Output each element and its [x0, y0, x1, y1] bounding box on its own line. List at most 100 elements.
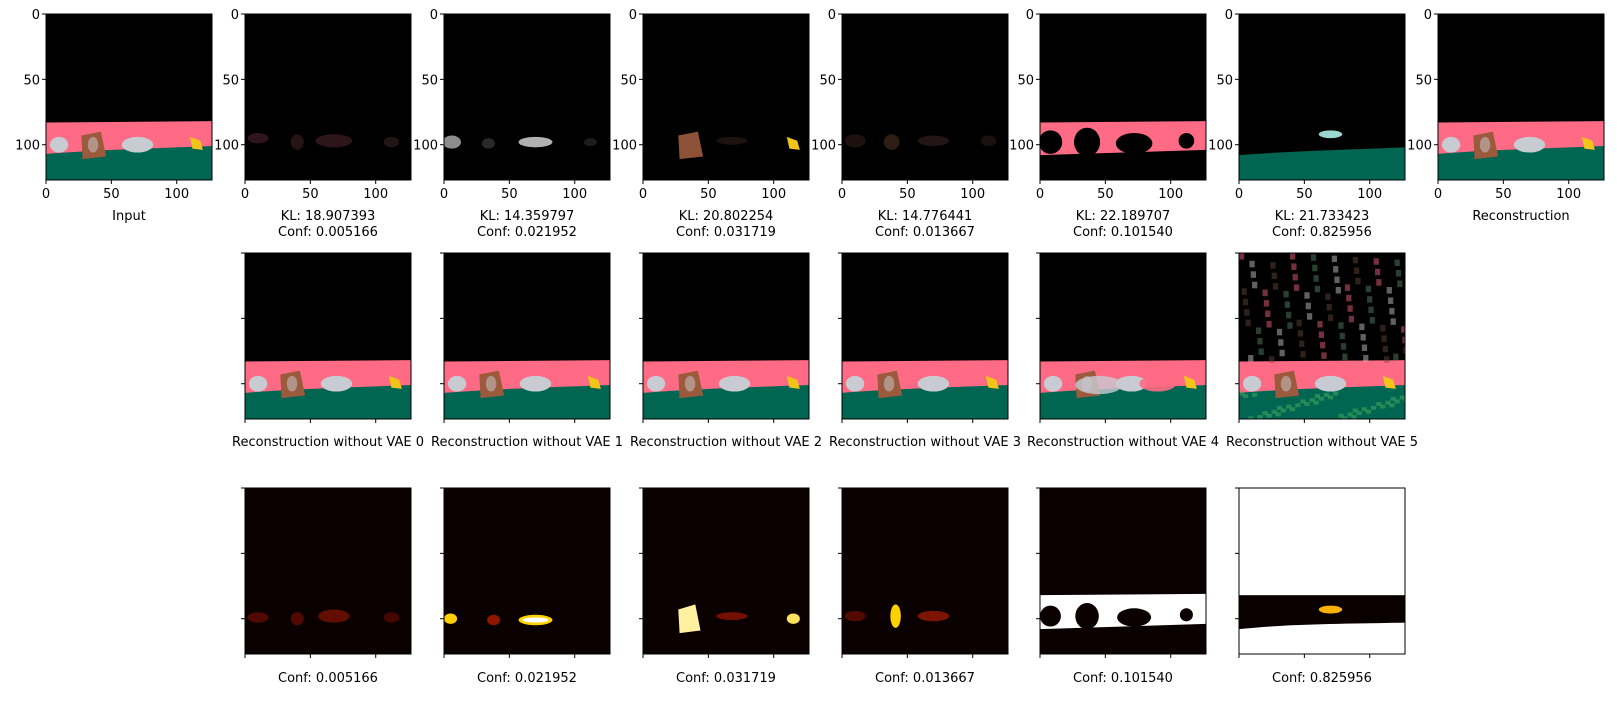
- panel-caption: Reconstruction without VAE 1: [431, 435, 623, 450]
- silver-object: [917, 375, 950, 392]
- axes-frame: [1039, 487, 1207, 655]
- noise-speck: [1352, 408, 1358, 413]
- noise-speck: [1386, 286, 1392, 294]
- noise-speck: [1361, 344, 1368, 352]
- shape-blob: [844, 610, 866, 622]
- shape-blob: [786, 613, 800, 624]
- panel-caption: Conf: 0.031719: [676, 225, 776, 240]
- panel-caption: Reconstruction without VAE 2: [630, 435, 822, 450]
- shape-blob: [583, 138, 597, 147]
- noise-speck: [1289, 253, 1296, 260]
- noise-speck: [1304, 402, 1310, 406]
- noise-speck: [1384, 356, 1390, 363]
- noise-speck: [1373, 258, 1379, 265]
- axes-frame: [642, 252, 810, 420]
- image: [1040, 488, 1206, 654]
- axes-frame: [443, 487, 611, 655]
- noise-speck: [1320, 341, 1326, 349]
- noise-speck: [1291, 263, 1297, 270]
- noise-speck: [1272, 283, 1279, 290]
- axes-frame: [642, 13, 810, 181]
- y-tick-label: 0: [1225, 8, 1233, 23]
- y-tick-label: 50: [421, 73, 438, 88]
- noise-speck: [1313, 275, 1319, 282]
- image: [1239, 253, 1405, 419]
- yellow-object: [1581, 136, 1595, 150]
- axes-frame: [1238, 252, 1406, 420]
- noise-speck: [1331, 255, 1338, 263]
- noise-speck: [1309, 398, 1315, 403]
- noise-speck: [1361, 407, 1368, 412]
- shape-blob: [522, 617, 549, 623]
- y-tick-label: 100: [15, 139, 40, 154]
- yellow-object: [985, 375, 999, 389]
- noise-speck: [1312, 264, 1318, 272]
- noise-speck: [1390, 396, 1396, 401]
- x-tick-label: 0: [838, 187, 846, 202]
- noise-speck: [1300, 399, 1306, 404]
- image: [842, 253, 1008, 419]
- noise-speck: [1249, 260, 1255, 268]
- noise-speck: [1402, 336, 1405, 344]
- yellow-object: [388, 375, 402, 389]
- noise-speck: [1327, 395, 1334, 400]
- noise-speck: [1389, 403, 1395, 408]
- shape-blob: [917, 610, 950, 622]
- noise-speck: [1365, 285, 1372, 293]
- shape-blob: [444, 135, 461, 149]
- noise-speck: [1342, 353, 1348, 361]
- shape-blob: [844, 134, 866, 148]
- image: [444, 253, 610, 419]
- silver-object: [1242, 375, 1262, 392]
- noise-speck: [1318, 331, 1324, 338]
- panel-caption: Reconstruction: [1472, 209, 1569, 224]
- axes-frame: [841, 13, 1009, 181]
- shape-blob: [518, 136, 553, 148]
- noise-speck: [1380, 324, 1386, 332]
- axes-frame: [1437, 13, 1605, 181]
- noise-speck: [1257, 337, 1263, 345]
- noise-speck: [1342, 416, 1348, 419]
- panel-caption: Conf: 0.825956: [1272, 671, 1372, 686]
- noise-speck: [1295, 403, 1301, 408]
- noise-speck: [1287, 322, 1293, 329]
- row3-panel-5: Conf: 0.825956: [1235, 487, 1406, 686]
- silver-object: [1441, 136, 1461, 153]
- noise-speck: [1265, 310, 1271, 318]
- noise-speck: [1257, 415, 1263, 419]
- x-tick-label: 100: [562, 187, 587, 202]
- x-tick-label: 50: [501, 187, 518, 202]
- noise-speck: [1347, 305, 1353, 312]
- x-tick-label: 50: [899, 187, 916, 202]
- x-tick-label: 100: [1158, 187, 1183, 202]
- noise-speck: [1314, 394, 1321, 399]
- image: [643, 14, 809, 180]
- noise-speck: [1270, 262, 1276, 269]
- x-tick-label: 0: [1036, 187, 1044, 202]
- shape-blob: [318, 609, 350, 623]
- noise-speck: [1390, 318, 1396, 325]
- shape-blob: [315, 134, 353, 148]
- noise-speck: [1354, 267, 1360, 274]
- floor-region: [1239, 147, 1405, 180]
- axes-frame: [244, 13, 412, 181]
- noise-speck: [1326, 303, 1332, 311]
- row3-panel-1: Conf: 0.021952: [440, 487, 611, 686]
- silver-object: [87, 136, 99, 153]
- noise-speck: [1258, 348, 1264, 355]
- noise-speck: [1393, 353, 1399, 361]
- x-tick-label: 0: [1235, 187, 1243, 202]
- heatmap-background: [842, 488, 1008, 654]
- row3-panel-2: Conf: 0.031719: [639, 487, 810, 686]
- axes-frame: [841, 487, 1009, 655]
- noise-speck: [1289, 407, 1296, 412]
- y-tick-label: 0: [1026, 8, 1034, 23]
- axes-frame: [642, 487, 810, 655]
- noise-speck: [1321, 352, 1327, 359]
- noise-speck: [1297, 330, 1304, 337]
- silver-object: [1314, 375, 1347, 392]
- noise-speck: [1271, 409, 1277, 414]
- y-tick-label: 0: [828, 8, 836, 23]
- silver-object: [646, 375, 666, 392]
